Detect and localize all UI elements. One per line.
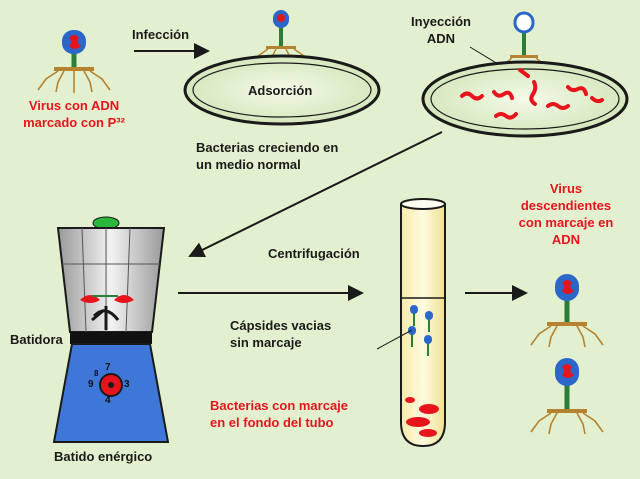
normal-medium-label: Bacterias creciendo en un medio normal xyxy=(196,140,339,172)
bacterial-cell-injected xyxy=(421,60,629,138)
dna-injection-label: Inyección ADN xyxy=(411,14,471,46)
dial-number-top: 7 xyxy=(105,362,111,373)
dial-number-left: 9 xyxy=(88,379,94,390)
pellet-label: Bacterias con marcaje en el fondo del tu… xyxy=(210,398,349,430)
centrifugation-label: Centrifugación xyxy=(268,246,360,261)
dial-number-upper-left: 8 xyxy=(94,369,99,378)
infection-label: Infección xyxy=(132,27,190,42)
capsid-pointer xyxy=(376,329,413,350)
dial-number-bottom: 4 xyxy=(105,395,111,406)
progeny-phage-1 xyxy=(530,274,604,348)
dial-number-right: 3 xyxy=(124,379,130,390)
labelled-bacteria-pellet xyxy=(405,397,439,437)
empty-capsids-in-tube xyxy=(408,305,433,356)
progeny-phage-2 xyxy=(530,358,604,435)
to-blender-arrow xyxy=(188,131,443,257)
blender xyxy=(52,216,170,443)
labelled-virus-label: Virus con ADN marcado con P³² xyxy=(23,98,125,130)
bacterial-cell-adsorption xyxy=(183,54,381,126)
labelled-phage xyxy=(37,30,111,93)
injecting-phage xyxy=(502,11,546,66)
blending-label: Batido enérgico xyxy=(54,449,153,464)
progeny-virus-label: Virus descendientes con marcaje en ADN xyxy=(518,181,614,247)
adsorption-label: Adsorción xyxy=(248,83,313,98)
blender-label: Batidora xyxy=(10,332,63,347)
viral-dna-fragments xyxy=(460,68,604,120)
adsorbed-phage xyxy=(257,10,305,58)
empty-capsids-label: Cápsides vacias sin marcaje xyxy=(230,318,332,350)
centrifuge-tube xyxy=(400,198,446,448)
